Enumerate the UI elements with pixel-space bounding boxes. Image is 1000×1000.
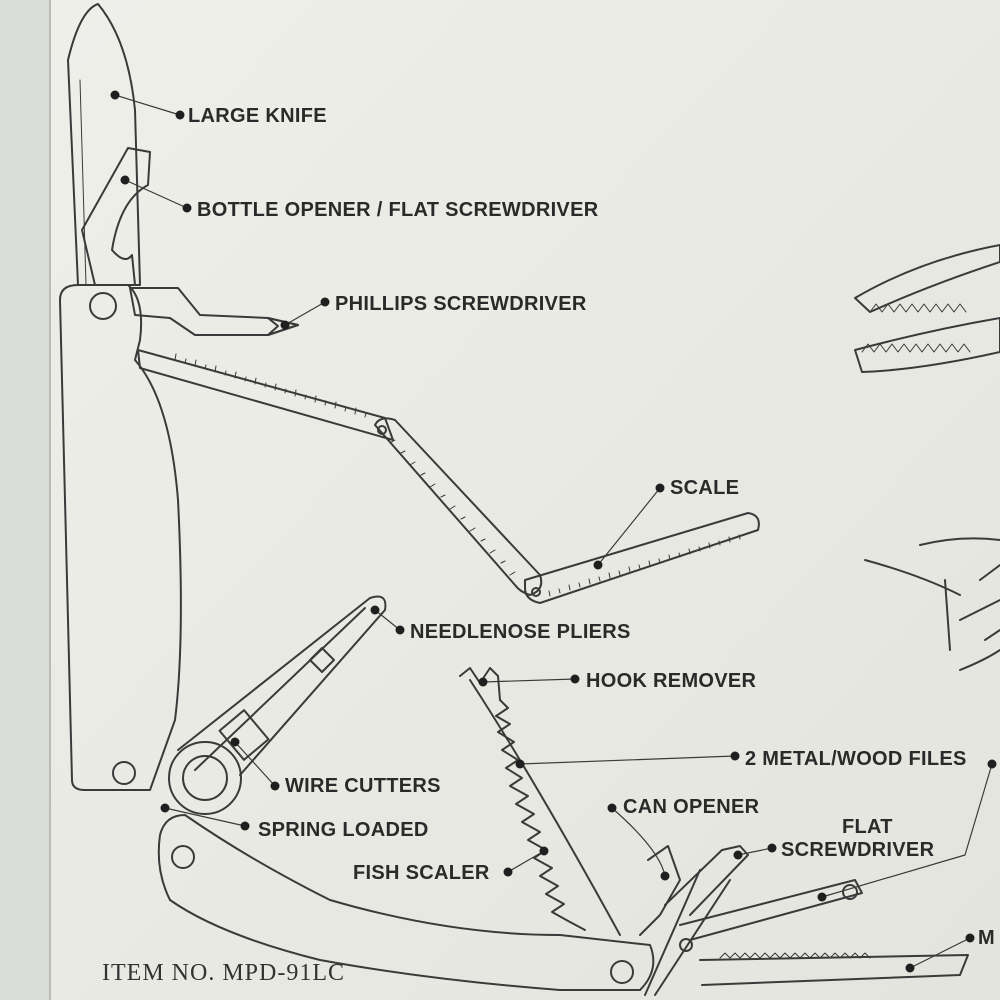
- label-bottle-opener: BOTTLE OPENER / FLAT SCREWDRIVER: [197, 199, 599, 221]
- label-hook-remover: HOOK REMOVER: [586, 670, 757, 692]
- item-number: ITEM NO. MPD-91LC: [102, 960, 345, 986]
- label-scale: SCALE: [670, 477, 740, 499]
- needlenose-pliers: [177, 595, 387, 776]
- label-wire-cutters: WIRE CUTTERS: [285, 775, 441, 797]
- large-knife-blade: [67, 3, 141, 286]
- main-handle: [59, 284, 182, 791]
- scale-ticks: [174, 353, 741, 597]
- lower-handle: [157, 814, 655, 991]
- label-fish-scaler: FISH SCALER: [353, 862, 490, 884]
- callout-dots: [110, 90, 997, 973]
- partial-pliers: [854, 244, 1000, 671]
- pivot-inner: [182, 755, 228, 801]
- bottle-opener: [81, 147, 151, 286]
- label-can-opener: CAN OPENER: [623, 796, 760, 818]
- label-needlenose-pliers: NEEDLENOSE PLIERS: [410, 621, 631, 643]
- label-flat-line1: FLAT: [842, 816, 893, 838]
- file-blade: [459, 667, 621, 936]
- paper-sheet: [50, 0, 1000, 1000]
- label-files: 2 METAL/WOOD FILES: [745, 748, 967, 770]
- leader-lines: [114, 94, 993, 969]
- label-large-knife: LARGE KNIFE: [188, 105, 327, 127]
- label-phillips-screwdriver: PHILLIPS SCREWDRIVER: [335, 293, 587, 315]
- scale-ruler: [137, 349, 760, 604]
- tool-cluster: [639, 845, 969, 996]
- label-spring-loaded: SPRING LOADED: [258, 819, 429, 841]
- label-flat-screwdriver: SCREWDRIVER: [781, 839, 935, 861]
- pivot-outer: [168, 741, 242, 815]
- label-partial-m: M: [978, 927, 995, 949]
